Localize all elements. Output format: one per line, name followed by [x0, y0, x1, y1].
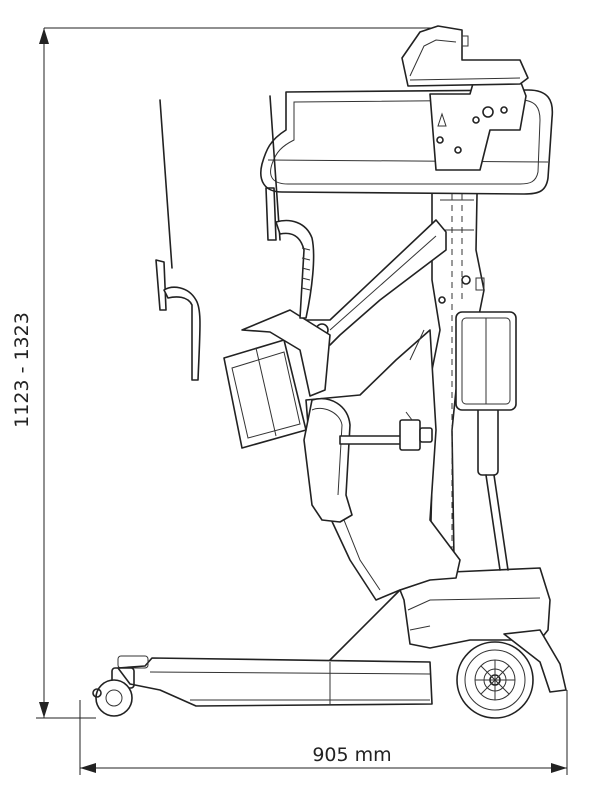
knee-clamp [339, 411, 433, 451]
base-brace [329, 589, 401, 661]
width-arrow-right [551, 763, 567, 773]
knee-pad [303, 398, 353, 523]
control-unit [401, 25, 529, 87]
drive-housing [399, 567, 567, 693]
width-dimension: 905 mm [79, 690, 568, 775]
rear-wheel [456, 641, 534, 719]
width-label: 905 mm [312, 744, 391, 766]
rear-shin-pad [455, 311, 517, 411]
back-sling-bar-2 [265, 95, 315, 319]
actuator [477, 394, 509, 571]
width-arrow-left [80, 763, 96, 773]
height-dimension: 1123 - 1323 [11, 27, 440, 719]
height-arrow-top [39, 28, 49, 44]
base-frame [117, 655, 433, 707]
front-caster-wheel [92, 667, 135, 717]
height-label: 1123 - 1323 [11, 312, 33, 428]
handle-bracket [429, 79, 527, 171]
back-sling-bar-1 [155, 99, 201, 381]
front-shin-pad [223, 309, 331, 449]
height-arrow-bottom [39, 702, 49, 718]
